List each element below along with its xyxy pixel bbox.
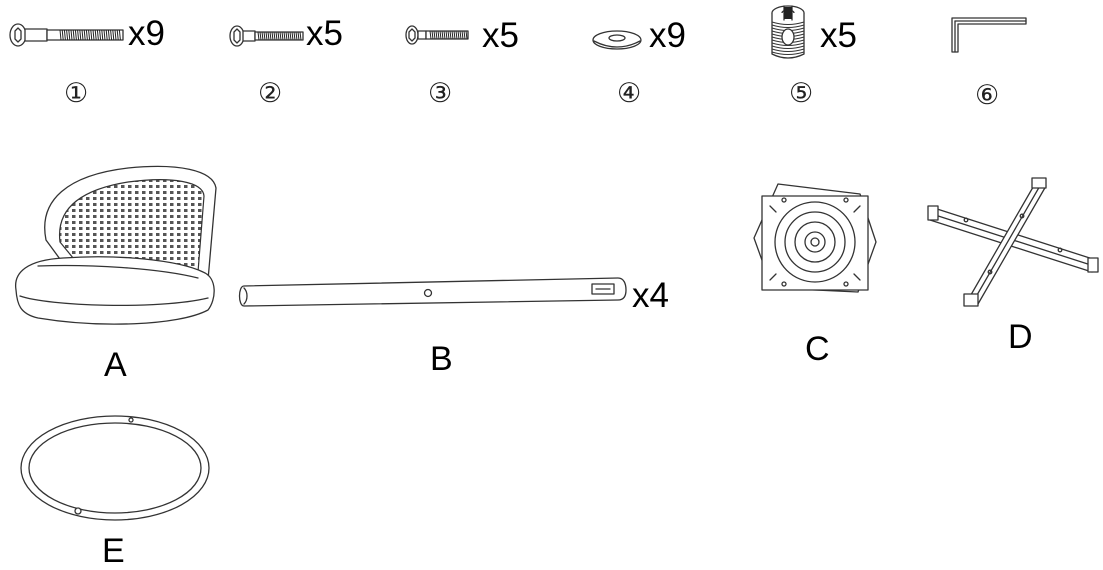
cross-base-icon [927, 177, 1099, 307]
seat-icon [15, 165, 217, 325]
part-number-6: ⑥ [975, 80, 1000, 111]
footrest-ring-icon [20, 415, 210, 521]
allen-key-icon [951, 17, 1027, 53]
part-label-c: C [805, 330, 830, 368]
part-number-5: ⑤ [789, 78, 814, 109]
medium-bolt-icon [229, 25, 304, 47]
long-bolt-icon [9, 23, 124, 47]
part-number-3: ③ [428, 78, 453, 109]
swivel-plate-icon [753, 183, 877, 293]
part-label-b: B [430, 340, 453, 378]
quantity-2: x5 [306, 14, 343, 53]
quantity-3: x5 [482, 16, 519, 55]
quantity-b: x4 [632, 276, 669, 315]
part-label-e: E [102, 532, 125, 570]
washer-icon [592, 30, 642, 50]
quantity-5: x5 [820, 16, 857, 55]
part-label-a: A [104, 346, 127, 384]
part-number-4: ④ [617, 78, 642, 109]
part-label-d: D [1008, 318, 1033, 356]
barrel-nut-icon [771, 5, 805, 59]
quantity-4: x9 [649, 16, 686, 55]
short-bolt-icon [405, 25, 469, 45]
quantity-1: x9 [128, 14, 165, 53]
leg-tube-icon [238, 277, 627, 307]
part-number-2: ② [258, 78, 283, 109]
part-number-1: ① [64, 78, 89, 109]
